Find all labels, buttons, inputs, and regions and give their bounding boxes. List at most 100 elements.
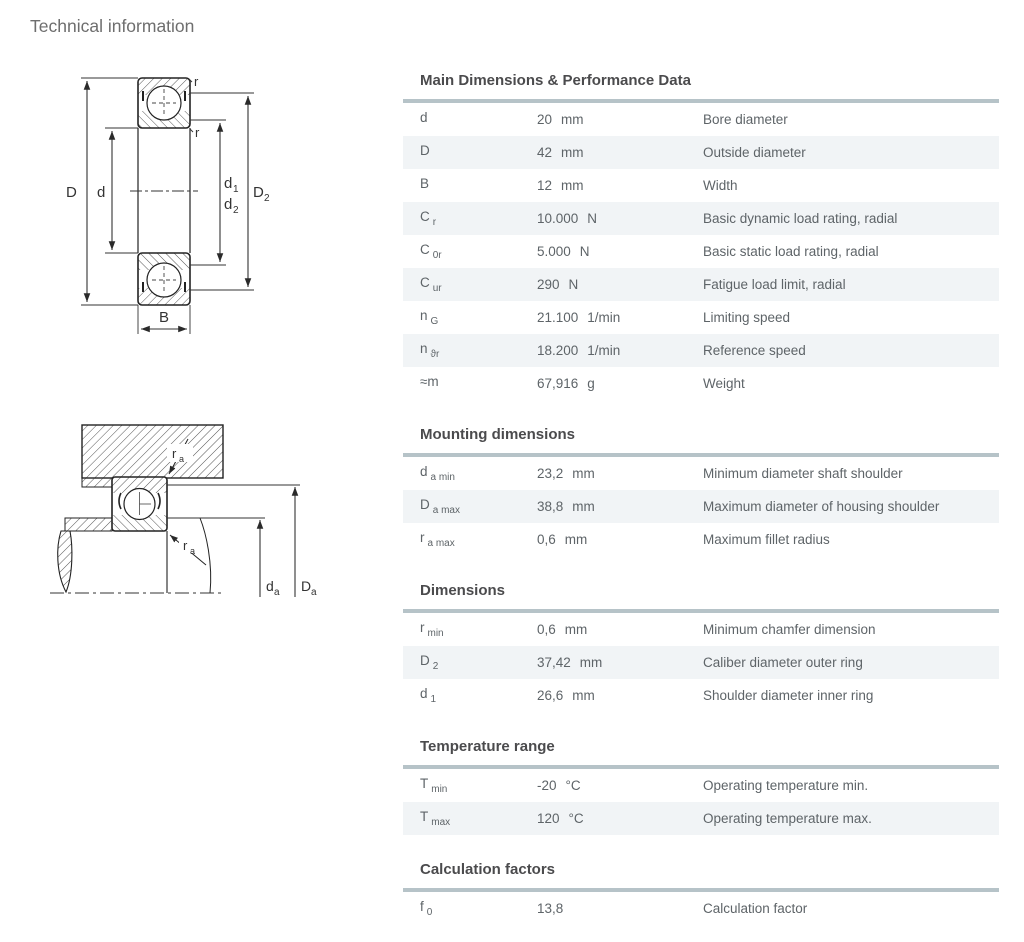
value-number: 10.000 — [537, 211, 579, 226]
value-unit: 1/min — [587, 343, 621, 358]
bearing-cross-section-drawing: D d d 1 d 2 D 2 B r r — [66, 74, 270, 334]
dim-label-B: B — [159, 309, 169, 326]
symbol-base: n — [420, 308, 428, 324]
dimension-B — [137, 305, 191, 334]
dim-label-ra-bottom: r — [183, 538, 188, 553]
symbol-base: T — [420, 809, 429, 825]
dim-label-d2-sub: 2 — [233, 205, 239, 216]
value-number: 67,916 — [537, 376, 579, 391]
symbol-subscript: min — [427, 627, 444, 639]
symbol-subscript: G — [430, 315, 439, 327]
bearing-bottom-section — [137, 252, 191, 306]
symbol-subscript: ur — [432, 282, 442, 294]
value-unit: °C — [568, 811, 584, 826]
symbol-base: ≈m — [420, 374, 439, 390]
description-cell: Outside diameter — [703, 145, 806, 160]
dimension-D2 — [190, 92, 254, 291]
value-number: 120 — [537, 811, 560, 826]
value-unit: mm — [564, 532, 588, 547]
value-number: -20 — [537, 778, 557, 793]
symbol-subscript: a max — [427, 537, 455, 549]
value-unit: g — [587, 376, 595, 391]
dim-label-Da: D — [301, 578, 311, 594]
description-cell: Operating temperature min. — [703, 778, 869, 793]
description-cell: Maximum fillet radius — [703, 532, 830, 547]
value-unit: N — [587, 211, 598, 226]
value-unit: N — [579, 244, 590, 259]
description-cell: Maximum diameter of housing shoulder — [703, 499, 940, 514]
description-cell: Basic dynamic load rating, radial — [703, 211, 898, 226]
symbol-base: d — [420, 110, 428, 126]
value-number: 23,2 — [537, 466, 564, 481]
value-number: 20 — [537, 112, 553, 127]
section-title: Main Dimensions & Performance Data — [420, 72, 691, 89]
symbol-base: f — [420, 899, 424, 915]
dim-label-da-sub: a — [274, 587, 280, 598]
value-cell: 13,8 — [537, 901, 703, 916]
section-title: Calculation factors — [420, 861, 556, 878]
value-number: 5.000 — [537, 244, 571, 259]
dim-label-da: d — [266, 578, 274, 594]
symbol-base: r — [420, 620, 425, 636]
value-number: 290 — [537, 277, 560, 292]
dim-label-d1-sub: 1 — [233, 184, 239, 195]
value-unit: mm — [572, 466, 595, 481]
value-unit: 1/min — [587, 310, 621, 325]
dim-label-r-outer: r — [194, 74, 199, 89]
description-cell: Limiting speed — [703, 310, 791, 325]
section-title: Temperature range — [420, 738, 555, 755]
value-cell: -20°C — [537, 778, 703, 793]
symbol-cell: B — [403, 176, 537, 195]
value-cell: 0,6 mm — [537, 532, 703, 547]
housing-block — [81, 424, 224, 479]
description-cell: Shoulder diameter inner ring — [703, 688, 874, 703]
page-title: Technical information — [30, 16, 195, 36]
symbol-base: d — [420, 686, 428, 702]
value-number: 13,8 — [537, 901, 564, 916]
symbol-subscript: a min — [430, 471, 455, 483]
symbol-base: D — [420, 497, 430, 513]
description-cell: Operating temperature max. — [703, 811, 872, 826]
mounting-diagram-drawing: r a r a d a D a — [50, 424, 317, 598]
dim-label-D2-sub: 2 — [264, 193, 270, 204]
symbol-subscript: min — [431, 783, 448, 795]
symbol-base: r — [420, 530, 425, 546]
value-number: 18.200 — [537, 343, 579, 358]
symbol-subscript: a max — [432, 504, 460, 516]
dim-label-ra-top: r — [172, 446, 177, 461]
symbol-cell: D — [403, 143, 537, 162]
description-cell: Bore diameter — [703, 112, 788, 127]
value-number: 0,6 — [537, 532, 556, 547]
bearing-top-section — [137, 77, 191, 129]
symbol-base: C — [420, 242, 430, 258]
description-cell: Basic static load rating, radial — [703, 244, 879, 259]
dim-label-D: D — [66, 184, 77, 201]
dim-label-d2: d — [224, 196, 232, 213]
